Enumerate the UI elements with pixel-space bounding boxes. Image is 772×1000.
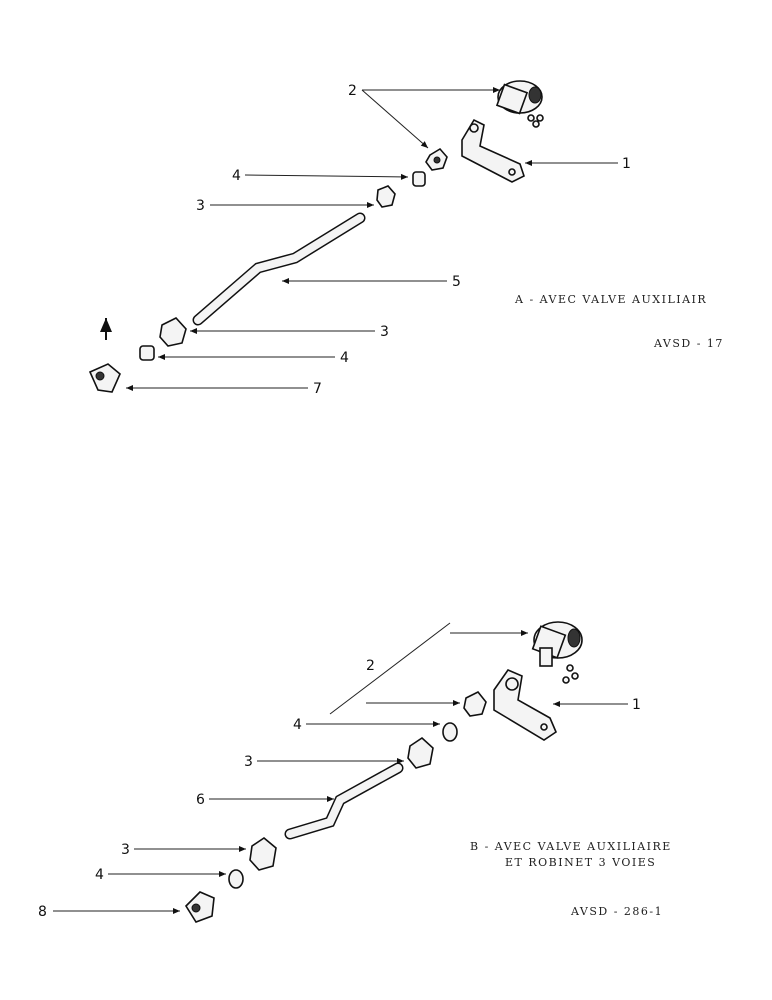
caption-a: A - AVEC VALVE AUXILIAIR [514,293,707,306]
label-b-6: 6 [196,792,205,808]
label-b-1: 1 [632,697,641,713]
label-b-2: 2 [366,658,375,674]
diagram-b: 2 1 4 3 6 3 4 8 B - AVEC VALVE AUXILIAIR… [38,621,672,923]
valve-auxiliary-part-a [495,80,544,128]
label-a-7: 7 [313,381,322,397]
label-b-4: 4 [293,717,302,733]
valve-auxiliary-part-b [531,621,583,684]
nut-part-b3 [249,837,277,871]
label-a-4b: 4 [340,350,349,366]
label-a-3: 3 [196,198,205,214]
label-b-3: 3 [244,754,253,770]
elbow-part-a [88,363,121,393]
caption-b-line2: ET ROBINET 3 VOIES [505,856,656,869]
ref-a: AVSD - 17 [653,337,724,350]
bracket-part-b [493,669,557,741]
fitting-part-a1 [412,171,426,187]
label-b-8: 8 [38,904,47,920]
label-a-4: 4 [232,168,241,184]
fitting-part-b2 [228,869,244,889]
nut-part-b2 [407,736,434,769]
label-a-5: 5 [452,274,461,290]
nut-part-b1 [463,690,487,717]
bracket-part-a [461,118,525,183]
label-a-2: 2 [348,83,357,99]
fitting-part-a2 [139,345,155,361]
nut-part-a3 [159,317,187,347]
label-b-3b: 3 [121,842,130,858]
nut-part-a2 [376,185,396,208]
fitting-part-b1 [442,722,458,742]
label-a-1: 1 [622,156,631,172]
label-b-4b: 4 [95,867,104,883]
diagram-a: 2 1 4 3 5 3 4 7 A - AVEC VALVE AUXILIAIR… [88,80,724,397]
label-a-3b: 3 [380,324,389,340]
caption-b-line1: B - AVEC VALVE AUXILIAIRE [470,840,672,853]
ref-b: AVSD - 286-1 [570,905,663,918]
valve-part-b [184,891,215,923]
